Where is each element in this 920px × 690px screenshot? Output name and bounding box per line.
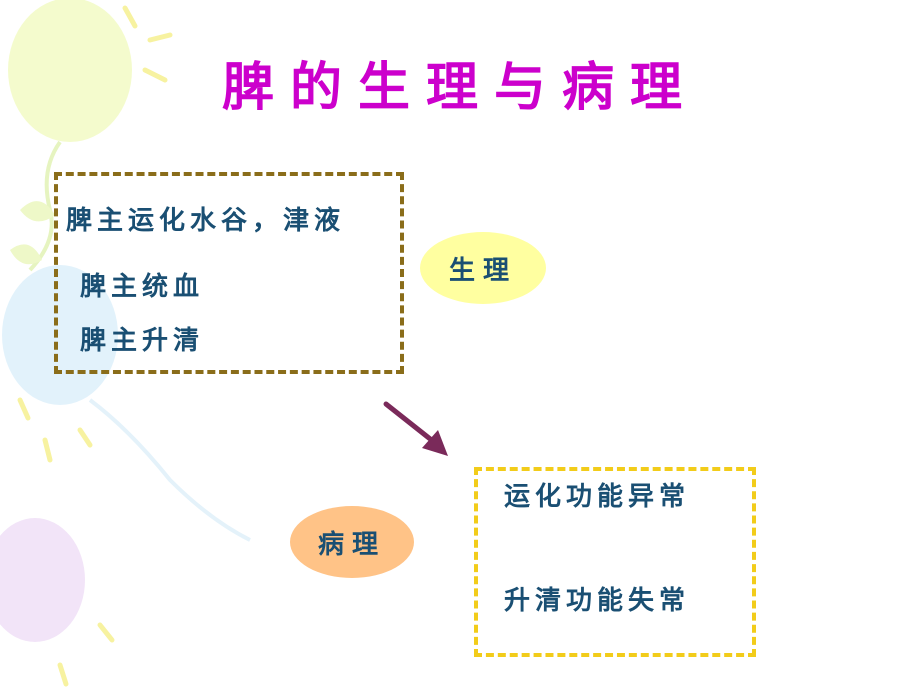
physiology-line-1: 脾主运化水谷，津液 <box>66 206 346 236</box>
pathology-label: 病理 <box>317 529 386 560</box>
physiology-box <box>54 172 404 374</box>
arrow-icon <box>383 401 448 456</box>
leaf-shape <box>10 244 42 265</box>
physiology-line-3: 脾主升清 <box>80 326 205 356</box>
physiology-line-2: 脾主统血 <box>80 272 205 302</box>
physiology-label-ellipse: 生理 <box>420 232 546 304</box>
physiology-label: 生理 <box>448 255 517 286</box>
pathology-label-ellipse: 病理 <box>290 506 414 578</box>
pathology-line-1: 运化功能异常 <box>504 482 691 512</box>
leaf-shape <box>20 201 55 222</box>
balloon-string <box>88 398 251 542</box>
pathology-line-2: 升清功能失常 <box>504 586 691 616</box>
balloon-bottom-left <box>0 518 85 642</box>
slide-title: 脾的生理与病理 <box>221 57 698 118</box>
pathology-box <box>474 467 756 657</box>
